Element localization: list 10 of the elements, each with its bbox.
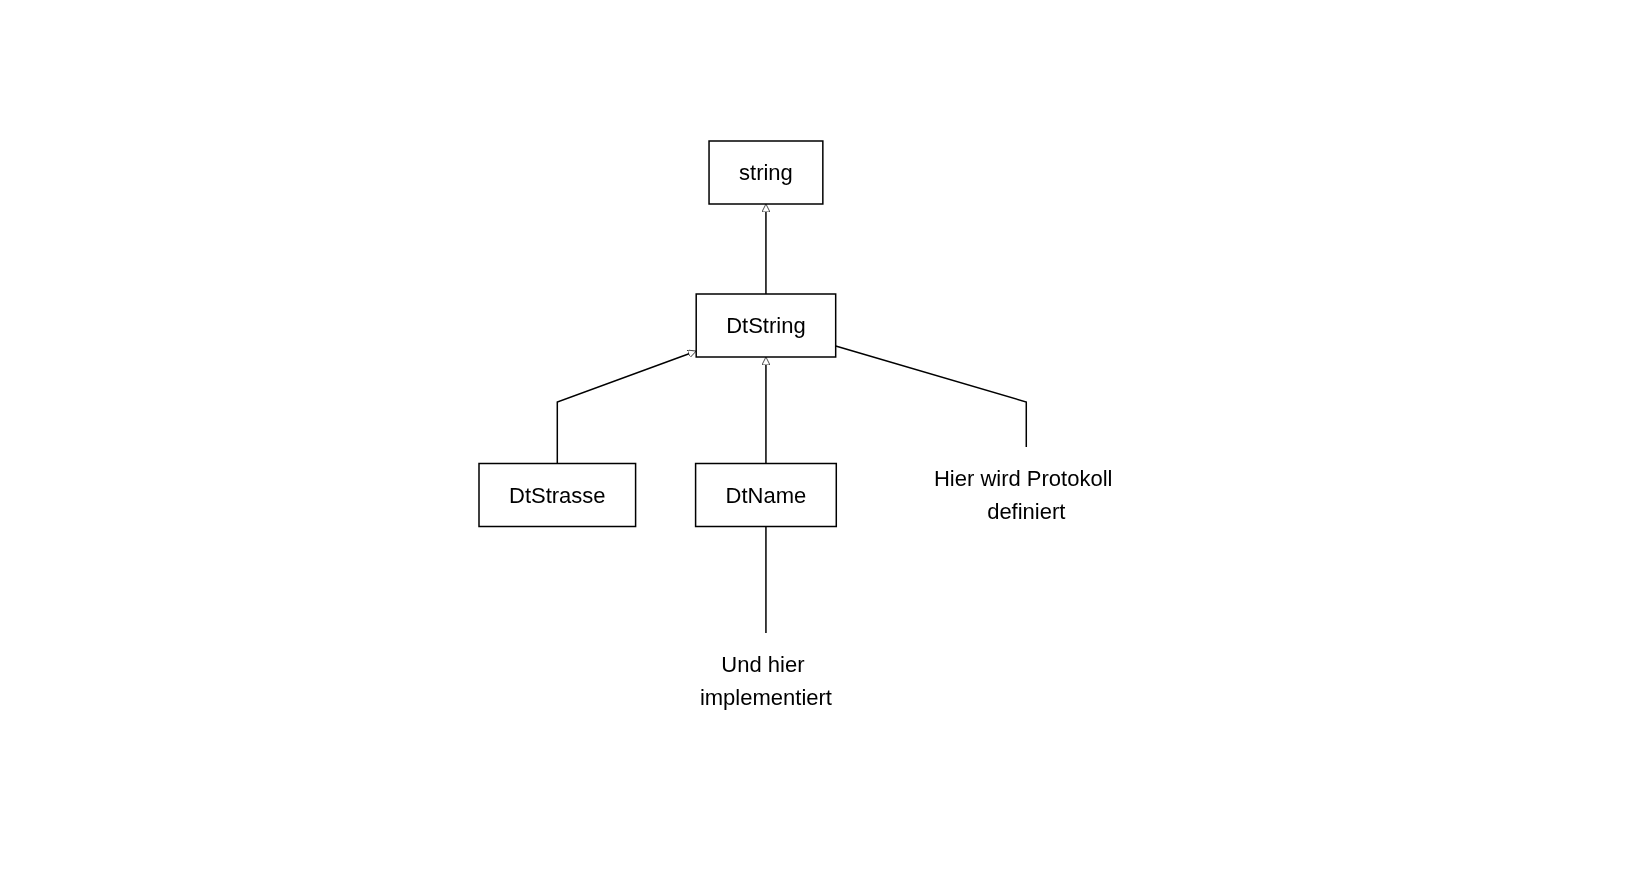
arrow — [556, 349, 697, 465]
arrow — [761, 356, 771, 465]
node-box: DtStrasse — [478, 462, 637, 528]
connector — [765, 525, 768, 634]
node-box: DtString — [695, 293, 837, 358]
node-box: DtName — [695, 462, 838, 528]
node-box: string — [708, 140, 824, 205]
arrow — [761, 203, 771, 295]
node-text: Hier wird Protokoll definiert — [934, 466, 1113, 524]
node-text: Und hier implementiert — [700, 652, 833, 710]
